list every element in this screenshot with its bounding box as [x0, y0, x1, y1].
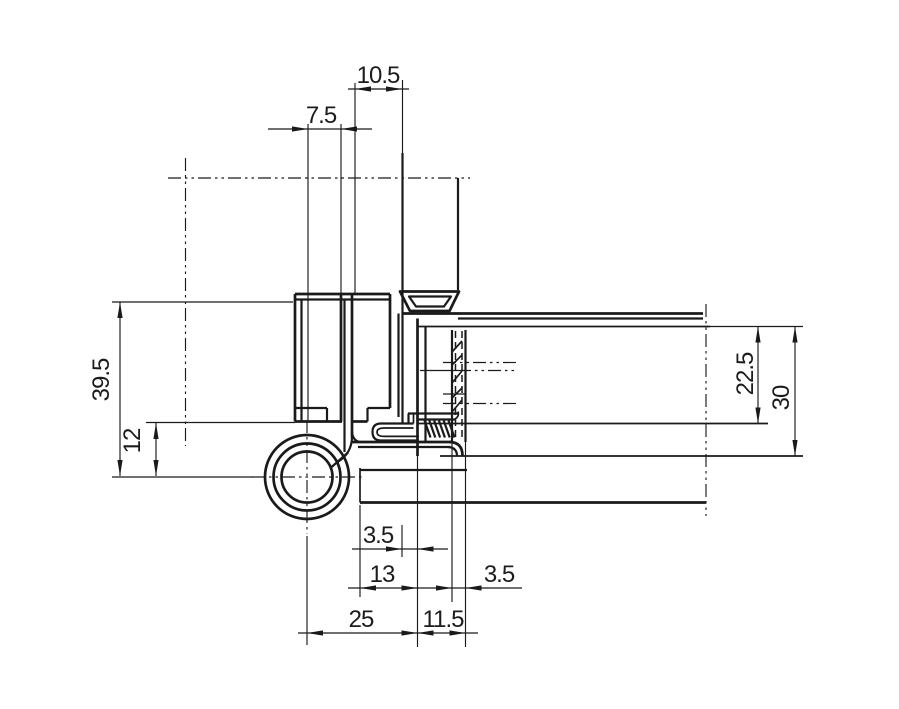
- dim-label-right-outer: 30: [768, 385, 795, 410]
- dim-label-left-outer: 39.5: [88, 358, 115, 401]
- dim-label-bottom-row2-left: 13: [370, 561, 395, 588]
- screw-hole: [450, 330, 467, 442]
- dimension-labels: 10.5 7.5 39.5 12 22.5 30 3.5 13 3.5 25 1…: [88, 62, 795, 633]
- knuckle-mid-circle: [272, 442, 342, 512]
- frame-profile: [359, 312, 803, 504]
- dim-label-bottom-row3-left: 25: [349, 606, 374, 633]
- dim-label-left-inner: 12: [119, 428, 146, 453]
- knuckle-pin-circle: [280, 450, 334, 504]
- door-leaf-profile: [263, 153, 464, 521]
- seal-cap: [398, 290, 461, 313]
- dim-label-top-outer: 10.5: [357, 62, 400, 89]
- dim-label-bottom-row3-right: 11.5: [423, 606, 465, 633]
- door-panel: [359, 468, 706, 504]
- dim-label-top-inner: 7.5: [306, 102, 337, 129]
- dim-label-bottom-row2-right: 3.5: [484, 561, 515, 588]
- dim-label-right-inner: 22.5: [732, 352, 759, 395]
- dimension-arrows: [117, 86, 798, 636]
- centerlines: [168, 158, 707, 534]
- hinge-knuckle: [263, 431, 361, 521]
- knuckle-outer-circle: [263, 433, 351, 521]
- dim-label-bottom-row1: 3.5: [363, 522, 394, 549]
